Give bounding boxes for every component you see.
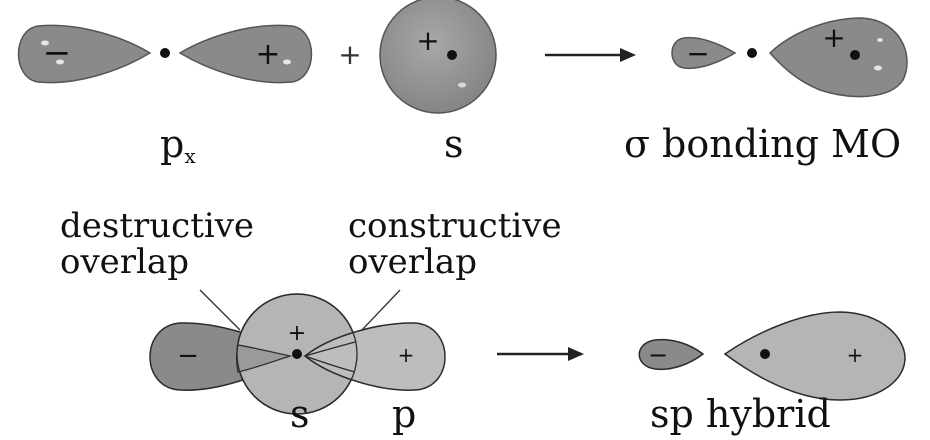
s-top-sign: + xyxy=(288,321,306,346)
px-left-lobe xyxy=(19,25,151,82)
px-right-lobe xyxy=(180,25,312,82)
sigma-bonding-mo: − + xyxy=(672,18,907,97)
hybrid-right-sign: + xyxy=(847,343,864,367)
s-label-bottom: s xyxy=(290,392,310,436)
px-orbital: − + xyxy=(19,25,312,82)
s-p-nucleus xyxy=(292,349,302,359)
destructive-overlap-label: destructive overlap xyxy=(60,208,254,280)
constructive-line1: constructive xyxy=(348,208,562,244)
s-label-top: s xyxy=(444,122,464,166)
destructive-line1: destructive xyxy=(60,208,254,244)
mo-left-sign: − xyxy=(686,37,709,70)
s-orbital: + xyxy=(380,0,496,113)
hybrid-nucleus xyxy=(760,349,770,359)
mo-right-sign: + xyxy=(822,21,845,54)
constructive-line2: overlap xyxy=(348,244,562,280)
hybrid-large-lobe xyxy=(725,312,905,400)
destructive-line2: overlap xyxy=(60,244,254,280)
highlight xyxy=(877,38,883,42)
sp-hybrid-label: sp hybrid xyxy=(650,392,831,436)
s-nucleus xyxy=(447,50,457,60)
px-symbol: p xyxy=(160,122,184,166)
px-nucleus xyxy=(160,48,170,58)
px-right-sign: + xyxy=(255,37,280,72)
highlight xyxy=(283,60,291,65)
s-sign: + xyxy=(416,24,439,57)
mo-nucleus-left xyxy=(747,48,757,58)
mo-nucleus-right xyxy=(850,50,860,60)
highlight xyxy=(874,66,882,71)
sigma-bonding-mo-label: σ bonding MO xyxy=(624,122,901,166)
px-left-sign: − xyxy=(43,33,72,73)
px-subscript: x xyxy=(184,144,195,168)
constructive-overlap-label: constructive overlap xyxy=(348,208,562,280)
sp-hybrid: − + xyxy=(639,312,905,400)
p-label-bottom: p xyxy=(392,392,416,436)
highlight xyxy=(458,83,466,88)
p-right-sign: + xyxy=(398,343,415,367)
reaction-arrow-bottom xyxy=(497,347,584,361)
px-label: px xyxy=(160,122,196,168)
hybrid-left-sign: − xyxy=(648,341,668,369)
reaction-arrow xyxy=(545,48,636,62)
p-left-sign: − xyxy=(177,341,199,371)
plus-operator: + xyxy=(338,38,361,71)
